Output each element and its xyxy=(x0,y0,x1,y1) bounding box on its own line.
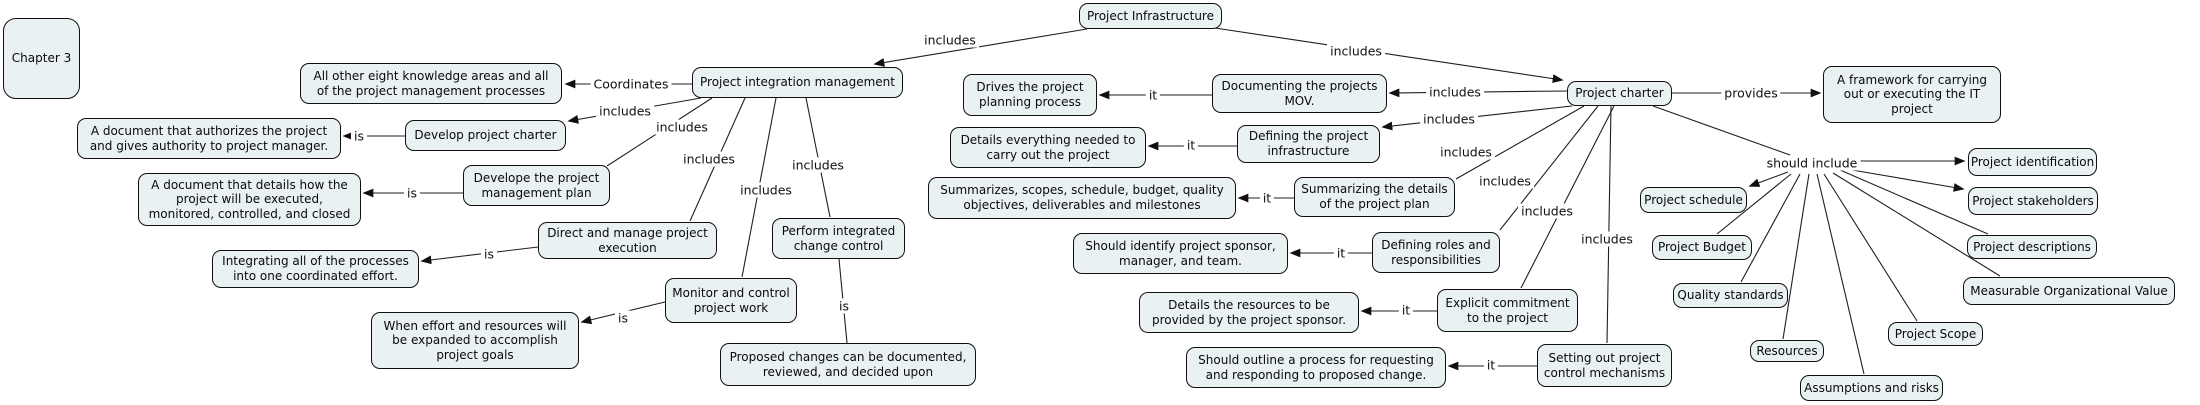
concept-details-everything[interactable]: Details everything needed to carry out t… xyxy=(950,127,1146,168)
concept-monitor-and-control[interactable]: Monitor and control project work xyxy=(665,278,797,323)
link-label-it[interactable]: it xyxy=(1259,190,1275,206)
concept-resources[interactable]: Resources xyxy=(1750,340,1824,362)
concept-explicit-commitment[interactable]: Explicit commitment to the project xyxy=(1437,289,1578,332)
concept-perform-integrated-change-control[interactable]: Perform integrated change control xyxy=(772,218,905,259)
link-label-includes[interactable]: includes xyxy=(1327,43,1385,59)
concept-project-identification[interactable]: Project identification xyxy=(1968,148,2097,176)
link-label-is[interactable]: is xyxy=(351,128,367,144)
concept-proposed-changes[interactable]: Proposed changes can be documented, revi… xyxy=(720,343,976,386)
concept-project-charter[interactable]: Project charter xyxy=(1567,81,1672,106)
link-label-includes[interactable]: includes xyxy=(1426,84,1484,100)
concept-documenting-mov[interactable]: Documenting the projects MOV. xyxy=(1212,74,1387,113)
concept-project-budget[interactable]: Project Budget xyxy=(1652,235,1752,260)
concept-defining-roles[interactable]: Defining roles and responsibilities xyxy=(1372,232,1500,273)
link-label-it[interactable]: it xyxy=(1145,87,1161,103)
concept-develop-project-charter[interactable]: Develop project charter xyxy=(405,120,566,151)
concept-document-authorizes[interactable]: A document that authorizes the project a… xyxy=(77,118,341,159)
concept-should-identify-sponsor[interactable]: Should identify project sponsor, manager… xyxy=(1073,233,1288,274)
concept-measurable-organizational-value[interactable]: Measurable Organizational Value xyxy=(1963,277,2175,305)
link-label-includes[interactable]: includes xyxy=(1476,173,1534,189)
concept-document-details-how[interactable]: A document that details how the project … xyxy=(138,173,361,226)
link-label-is[interactable]: is xyxy=(481,246,497,262)
link-label-it[interactable]: it xyxy=(1398,302,1414,318)
concept-framework[interactable]: A framework for carrying out or executin… xyxy=(1823,66,2001,123)
concept-defining-infrastructure[interactable]: Defining the project infrastructure xyxy=(1237,125,1380,163)
link-label-includes[interactable]: includes xyxy=(1420,111,1478,127)
link-label-should-include[interactable]: should include xyxy=(1763,155,1861,171)
concept-project-scope[interactable]: Project Scope xyxy=(1888,322,1983,346)
concept-when-effort-resources[interactable]: When effort and resources will be expand… xyxy=(371,312,579,369)
concept-assumptions-risks[interactable]: Assumptions and risks xyxy=(1800,375,1943,401)
concept-chapter-3[interactable]: Chapter 3 xyxy=(3,18,80,99)
link-label-includes[interactable]: includes xyxy=(596,103,654,119)
concept-should-outline-process[interactable]: Should outline a process for requesting … xyxy=(1186,347,1446,388)
link-label-includes[interactable]: includes xyxy=(737,182,795,198)
concept-quality-standards[interactable]: Quality standards xyxy=(1673,283,1788,308)
concept-project-stakeholders[interactable]: Project stakeholders xyxy=(1968,187,2098,215)
link-label-is[interactable]: is xyxy=(615,310,631,326)
concept-integrating-processes[interactable]: Integrating all of the processes into on… xyxy=(212,250,419,288)
concept-project-schedule[interactable]: Project schedule xyxy=(1640,187,1747,213)
link-label-coordinates[interactable]: Coordinates xyxy=(590,76,672,92)
concept-summarizing-details[interactable]: Summarizing the details of the project p… xyxy=(1294,177,1455,217)
link-label-is[interactable]: is xyxy=(404,185,420,201)
concept-project-descriptions[interactable]: Project descriptions xyxy=(1967,235,2097,259)
concept-project-infrastructure[interactable]: Project Infrastructure xyxy=(1079,3,1222,29)
link-label-it[interactable]: it xyxy=(1483,357,1499,373)
link-label-includes[interactable]: includes xyxy=(1578,231,1636,247)
link-label-is[interactable]: is xyxy=(836,298,852,314)
link-label-includes[interactable]: includes xyxy=(921,32,979,48)
concept-drives-planning[interactable]: Drives the project planning process xyxy=(963,74,1097,116)
concept-details-resources[interactable]: Details the resources to be provided by … xyxy=(1139,292,1359,333)
link-label-includes[interactable]: includes xyxy=(1518,203,1576,219)
link-label-includes[interactable]: includes xyxy=(789,157,847,173)
link-label-includes[interactable]: includes xyxy=(680,151,738,167)
concept-develope-project-management-plan[interactable]: Develope the project management plan xyxy=(463,165,610,206)
link-label-it[interactable]: it xyxy=(1183,137,1199,153)
link-label-it[interactable]: it xyxy=(1333,245,1349,261)
link-label-includes[interactable]: includes xyxy=(653,119,711,135)
link-label-includes[interactable]: includes xyxy=(1437,144,1495,160)
concept-summarizes-scopes[interactable]: Summarizes, scopes, schedule, budget, qu… xyxy=(928,177,1236,219)
concept-all-other-knowledge-areas[interactable]: All other eight knowledge areas and all … xyxy=(300,63,562,104)
concept-direct-and-manage[interactable]: Direct and manage project execution xyxy=(538,222,717,259)
concept-setting-out-control[interactable]: Setting out project control mechanisms xyxy=(1537,344,1672,387)
concept-project-integration-management[interactable]: Project integration management xyxy=(692,67,903,98)
link-label-provides[interactable]: provides xyxy=(1721,85,1781,101)
